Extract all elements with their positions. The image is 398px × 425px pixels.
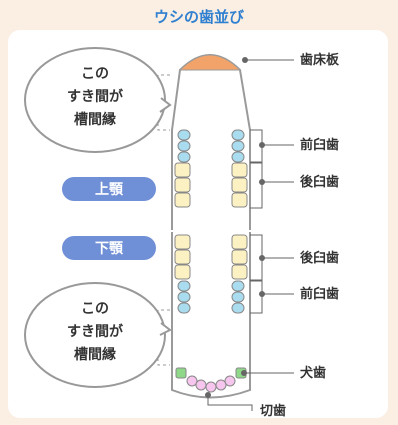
- lower-jaw-pill: [62, 236, 156, 260]
- upper-jaw-label: 上顎: [95, 182, 124, 198]
- lower-jaw-label: 下顎: [95, 241, 124, 257]
- upper-molars: [174, 162, 248, 208]
- top-gap-bracket: [157, 74, 170, 131]
- bottom-gap-bracket: [157, 309, 170, 366]
- label-lower-premolar: 前臼歯: [300, 286, 339, 302]
- incisors: [186, 375, 236, 393]
- lower-jaw-outline: [171, 232, 251, 399]
- dental-pad: [178, 54, 242, 71]
- label-canine: 犬歯: [300, 365, 326, 381]
- label-upper-molar: 後臼歯: [300, 174, 339, 190]
- bubble-bottom-line2: すき間が: [67, 323, 124, 340]
- canines: [175, 367, 247, 379]
- bubble-top-tail: [159, 97, 172, 113]
- label-dental-pad: 歯床板: [300, 52, 340, 68]
- upper-jaw-pill: [62, 177, 156, 201]
- bubble-bottom: [24, 282, 166, 388]
- label-lower-molar: 後臼歯: [300, 250, 339, 266]
- label-upper-premolar: 前臼歯: [300, 137, 339, 153]
- bubble-bottom-line3: 槽間縁: [74, 346, 116, 363]
- lower-premolars: [177, 280, 245, 314]
- diagram-title: ウシの歯並び: [153, 8, 244, 26]
- label-incisor: 切歯: [260, 403, 286, 419]
- lower-molars: [174, 234, 248, 280]
- bubble-top-line3: 槽間縁: [74, 111, 116, 128]
- bubble-top-line2: すき間が: [67, 88, 124, 105]
- bubble-top-line1: この: [81, 66, 109, 82]
- bubble-bottom-tail: [159, 322, 172, 336]
- upper-premolars: [177, 129, 245, 163]
- bubble-bottom-line1: この: [81, 301, 109, 317]
